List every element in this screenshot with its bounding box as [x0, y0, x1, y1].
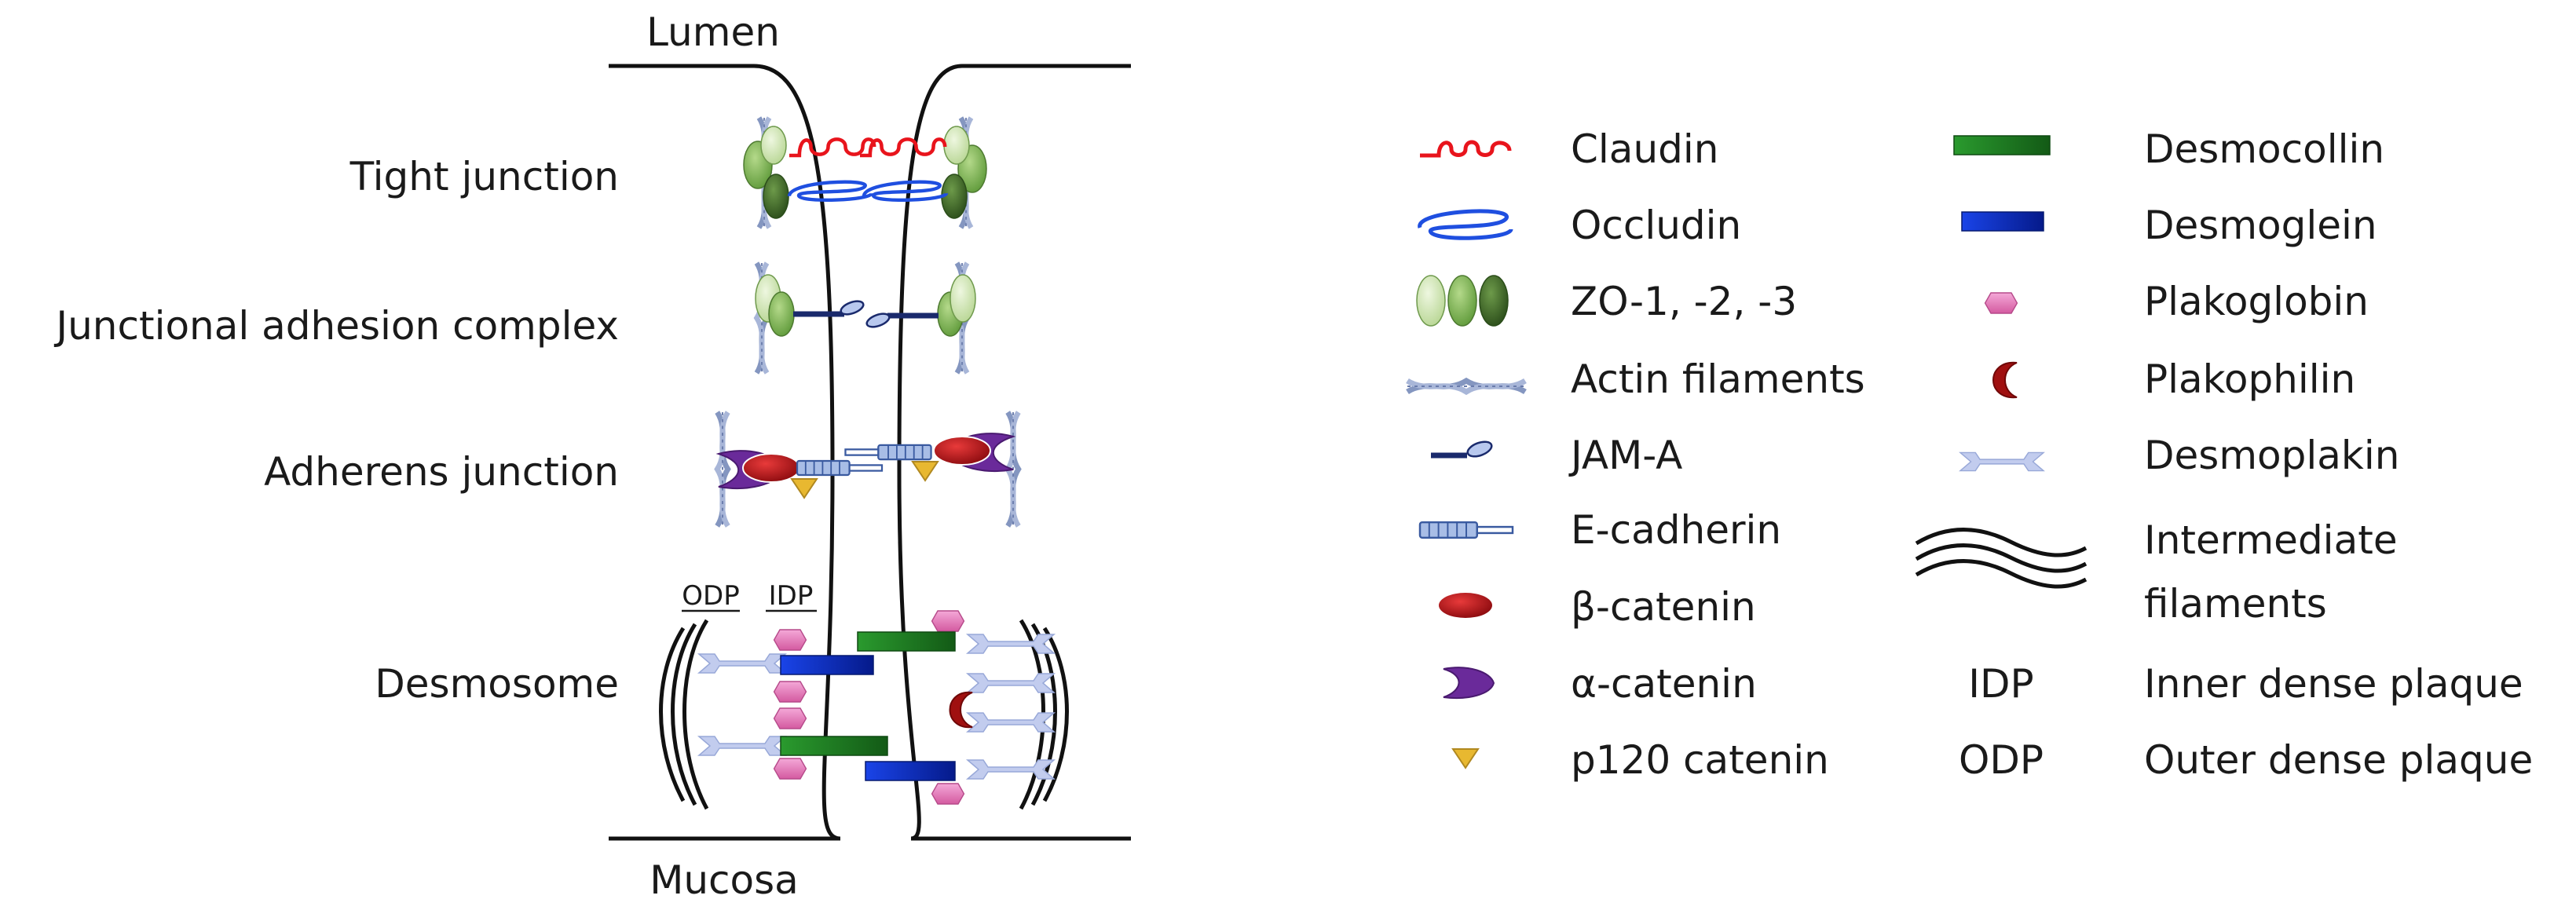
legend-label: E-cadherin [1571, 507, 1781, 553]
plakoglobin-icon [773, 629, 807, 651]
junctional-adhesion-complex-label: Junctional adhesion complex [53, 303, 619, 349]
legend-label: filaments [2144, 581, 2327, 627]
desmoglein-icon [865, 761, 956, 781]
legend-label: Claudin [1571, 126, 1718, 172]
legend-label: JAM-A [1568, 433, 1682, 478]
legend-label: Occludin [1571, 203, 1741, 248]
claudin-icon [789, 139, 874, 155]
plakoglobin-icon [773, 758, 807, 780]
desmoglein-icon [780, 655, 874, 675]
alpha-catenin-icon [1443, 667, 1495, 699]
legend-label: α-catenin [1571, 661, 1757, 707]
desmosome-label: Desmosome [375, 661, 619, 707]
desmoplakin-icon [967, 712, 1055, 733]
occludin-icon [789, 182, 872, 200]
tight-junction-label: Tight junction [349, 154, 619, 199]
e-cadherin-icon [796, 459, 884, 477]
zo-icon [1479, 275, 1509, 327]
plakoglobin-icon [773, 707, 807, 729]
plakoglobin-icon [1984, 292, 2018, 314]
zo-icon [1416, 275, 1446, 327]
desmocollin-icon [1953, 135, 2051, 155]
desmoplakin-icon [967, 673, 1055, 693]
intermediate-filaments-icon [1915, 528, 2088, 589]
beta-catenin-icon [933, 436, 991, 466]
tight-junction-structure [743, 118, 987, 228]
desmoplakin-icon [1959, 451, 2044, 472]
desmoplakin-icon [698, 653, 786, 674]
desmocollin-icon [857, 631, 956, 652]
desmoplakin-icon [967, 634, 1055, 654]
e-cadherin-icon [1418, 521, 1514, 539]
beta-catenin-icon [742, 453, 800, 483]
zo-icon [1447, 275, 1477, 327]
legend-label: β-catenin [1571, 584, 1756, 630]
legend-label: Desmocollin [2144, 126, 2384, 172]
idp-abbreviation: IDP [1968, 661, 2033, 707]
jam-a-icon [865, 312, 891, 328]
zo-icon [943, 126, 970, 165]
zo-icon [763, 174, 789, 219]
legend-label: p120 catenin [1571, 737, 1829, 783]
legend-label: Plakophilin [2144, 356, 2355, 402]
plakoglobin-icon [773, 681, 807, 703]
p120-catenin-icon [790, 478, 818, 499]
legend-label: Desmoglein [2144, 203, 2377, 248]
desmoplakin-icon [967, 759, 1055, 780]
idp-tag: IDP [769, 580, 814, 612]
actin-filament-icon [717, 412, 728, 526]
plakoglobin-icon [931, 610, 965, 632]
legend-label: ZO-1, -2, -3 [1571, 279, 1797, 324]
claudin-icon [1420, 140, 1512, 158]
p120-catenin-icon [1451, 748, 1480, 769]
zo-icon [950, 274, 976, 323]
actin-icon [1407, 381, 1525, 392]
zo-icon [760, 126, 787, 165]
plakophilin-icon [1992, 361, 2018, 399]
plakophilin-icon [949, 691, 973, 729]
legend-label: Inner dense plaque [2144, 661, 2523, 707]
e-cadherin-icon [844, 444, 932, 461]
occludin-icon [1418, 209, 1513, 240]
occludin-icon [864, 182, 946, 200]
intermediate-filaments-left [659, 619, 709, 810]
legend-left-column: Claudin Occludin ZO-1, -2, -3 Actin fila… [1407, 126, 1865, 783]
plakoglobin-icon [931, 783, 965, 805]
legend-label: Desmoplakin [2144, 433, 2399, 478]
desmoplakin-icon [698, 736, 786, 756]
left-cell-membrane [609, 64, 841, 841]
desmocollin-icon [780, 736, 888, 756]
legend-label: Actin filaments [1571, 356, 1865, 402]
adherens-junction-structure [717, 412, 1019, 526]
jam-a-icon [1466, 440, 1493, 458]
legend-label: Intermediate [2144, 517, 2398, 563]
odp-abbreviation: ODP [1959, 737, 2044, 783]
desmoglein-icon [1961, 211, 2044, 232]
jam-a-icon [840, 300, 865, 316]
legend-label: Outer dense plaque [2144, 737, 2533, 783]
lumen-label: Lumen [646, 9, 780, 55]
mucosa-label: Mucosa [649, 857, 799, 903]
desmosome-structure: ODP IDP [659, 580, 1069, 810]
junctional-adhesion-complex-structure [756, 263, 976, 373]
p120-catenin-icon [911, 461, 939, 482]
legend-label: Plakoglobin [2144, 279, 2369, 324]
odp-tag: ODP [682, 580, 739, 612]
zo-icon [768, 291, 795, 337]
beta-catenin-icon [1439, 593, 1492, 618]
adherens-junction-label: Adherens junction [264, 449, 619, 495]
claudin-icon [860, 139, 945, 155]
legend-right-column: IDP ODP Desmocollin Desmoglein Plakoglob… [1915, 126, 2533, 783]
